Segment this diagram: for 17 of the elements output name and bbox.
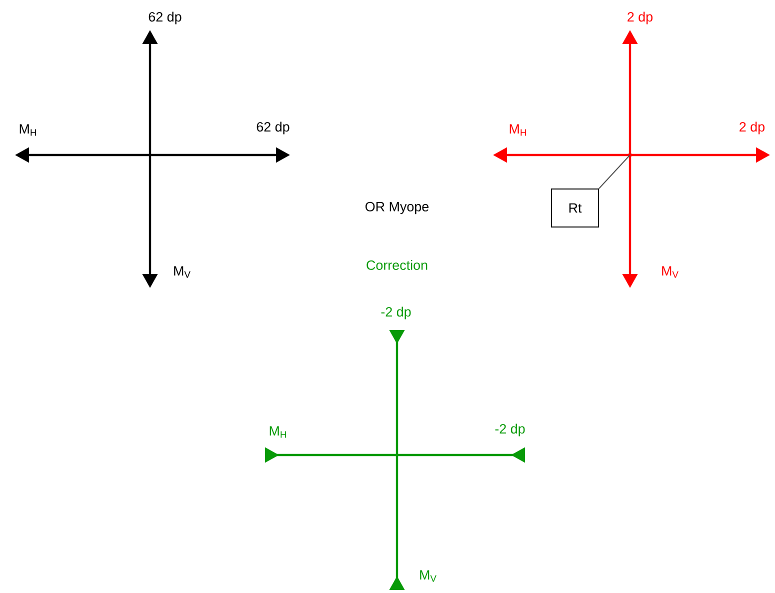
cross-label: Correction (366, 260, 428, 270)
cross-label: M$_{H}$ (270, 426, 286, 438)
cross-label: 2 dp (740, 122, 765, 134)
cross-label: M$_{H}$ (510, 124, 526, 136)
cross-label: -2 dp (495, 424, 525, 436)
cross-label: M$_{V}$ (420, 570, 436, 582)
cross-label: M$_{H}$ (20, 124, 36, 136)
label-box: Rt (551, 188, 599, 228)
cross-label: 62 dp (256, 122, 290, 134)
cross-label: -2 dp (381, 306, 411, 320)
leader-line (598, 154, 630, 189)
crossing-point (628, 153, 632, 157)
caption-text: M$_{V}$ (662, 266, 678, 278)
caption-text: OR Myope (366, 202, 429, 214)
cross-label: 2 dp (628, 12, 653, 24)
cross-label: 62 dp (148, 12, 182, 24)
cross-label: M$_{V}$ (174, 266, 190, 278)
